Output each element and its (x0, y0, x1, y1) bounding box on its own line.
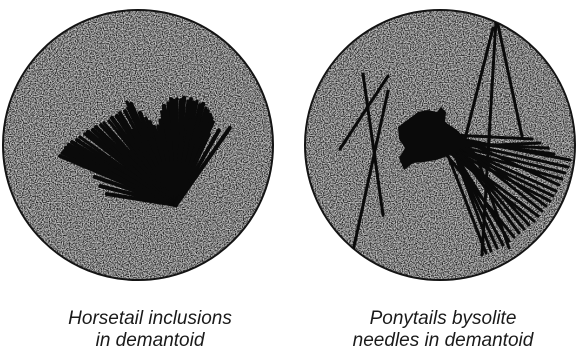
caption-horsetail-line1: Horsetail inclusions (20, 308, 280, 330)
caption-horsetail: Horsetail inclusions in demantoid (20, 308, 280, 352)
caption-ponytail-line2: needles in demantoid (313, 330, 573, 352)
caption-ponytail-line1: Ponytails bysolite (313, 308, 573, 330)
caption-horsetail-line2: in demantoid (20, 330, 280, 352)
caption-ponytail: Ponytails bysolite needles in demantoid (313, 308, 573, 352)
gem-left (0, 8, 276, 284)
gem-right (302, 8, 577, 284)
